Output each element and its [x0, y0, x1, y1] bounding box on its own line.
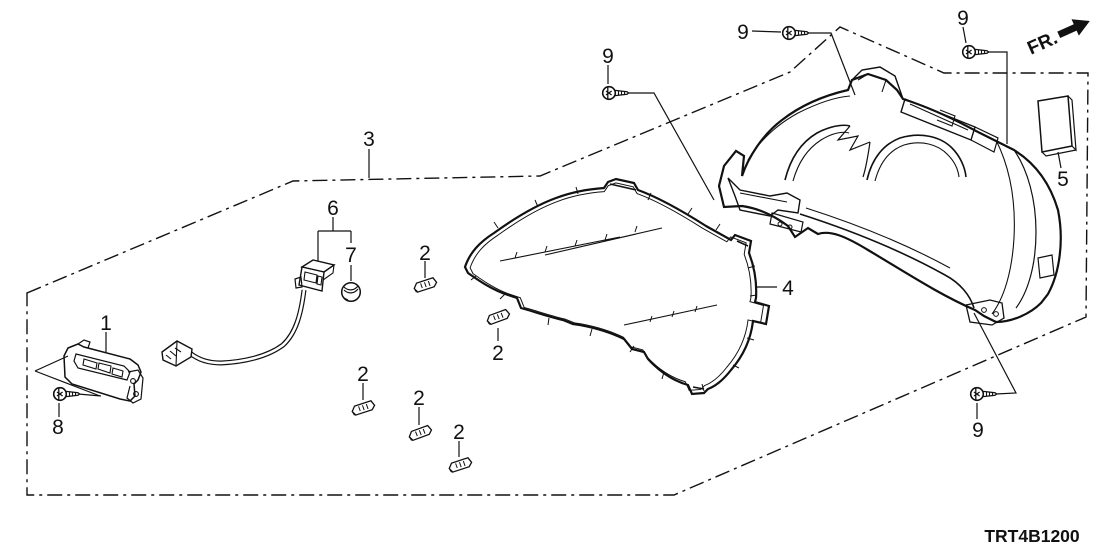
part-9-screws [601, 25, 998, 402]
callout-5: 5 [1057, 168, 1069, 191]
callout-2: 2 [492, 342, 504, 365]
callout-6: 6 [327, 197, 339, 220]
screw-9-icon [781, 25, 810, 41]
callout-2: 2 [453, 421, 465, 444]
callout-7: 7 [345, 244, 357, 267]
callout-labels: 1 2 2 2 2 2 3 4 5 6 7 8 9 9 9 9 [52, 7, 1069, 444]
callout-2: 2 [413, 387, 425, 410]
part-5-pad [1037, 95, 1077, 157]
clip-icon [412, 276, 439, 294]
clip-icon [350, 399, 377, 417]
part-1-switch-panel [63, 339, 144, 404]
part-7-grommet [340, 281, 362, 303]
fr-direction-indicator: FR. [1024, 19, 1090, 60]
clip-icon [407, 424, 434, 442]
clip-icon [485, 308, 512, 326]
part-2-clips [350, 276, 512, 474]
callout-9: 9 [957, 7, 969, 30]
callout-9: 9 [737, 21, 749, 44]
screw-9-icon [961, 44, 990, 60]
part-3-meter-case [717, 66, 1062, 326]
callout-9: 9 [602, 45, 614, 68]
callout-1: 1 [100, 312, 112, 335]
callout-9: 9 [972, 419, 984, 442]
fr-label: FR. [1024, 28, 1061, 60]
callout-4: 4 [782, 277, 794, 300]
callout-2: 2 [419, 242, 431, 265]
callout-8: 8 [52, 416, 64, 439]
screw-8-icon [52, 386, 81, 402]
part-4-lens [463, 177, 771, 396]
part-6-sub-cord [161, 259, 336, 367]
screw-9-icon [969, 386, 998, 402]
screw-9-icon [601, 85, 630, 101]
clip-icon [447, 456, 474, 474]
callout-2: 2 [357, 363, 369, 386]
diagram-part-code: TRT4B1200 [984, 526, 1080, 546]
callout-3: 3 [363, 128, 375, 151]
leader-lines [34, 26, 1062, 457]
assembly-boundary-outline [26, 26, 1089, 496]
fr-arrow-icon [1057, 19, 1090, 38]
